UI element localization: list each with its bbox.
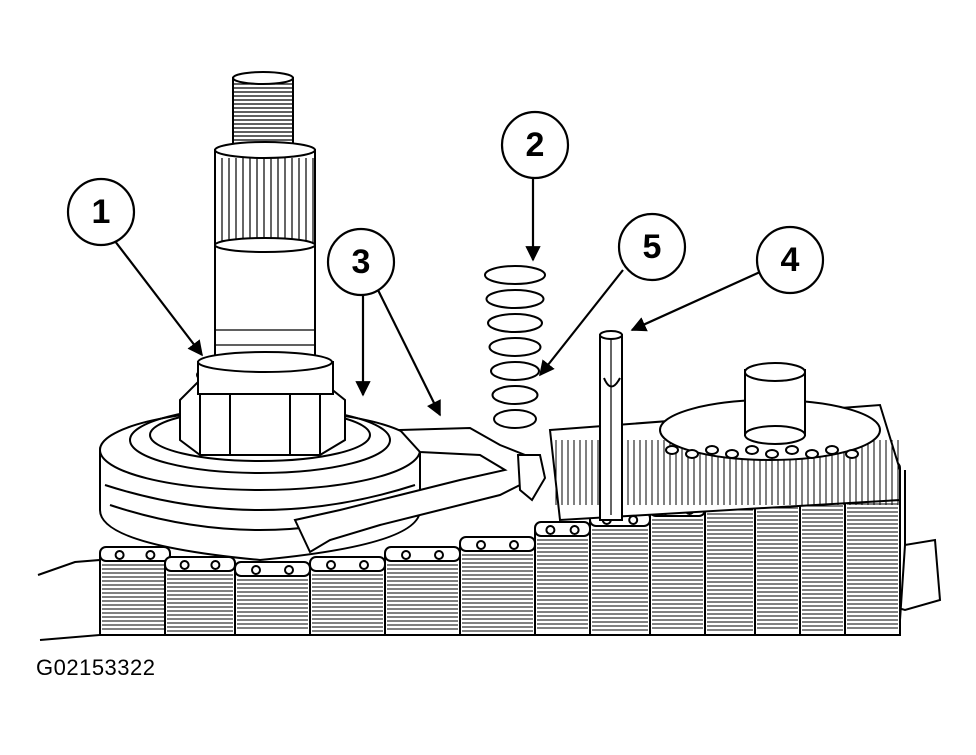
callout-2-label: 2 bbox=[526, 126, 545, 164]
callout-5: 5 bbox=[617, 212, 687, 282]
callout-5-label: 5 bbox=[643, 228, 662, 266]
callout-4: 4 bbox=[755, 225, 825, 295]
callout-1-label: 1 bbox=[92, 193, 111, 231]
callout-4-label: 4 bbox=[781, 241, 800, 279]
callout-3-label: 3 bbox=[352, 243, 371, 281]
input-shaft bbox=[214, 71, 316, 366]
guide-pin bbox=[599, 330, 623, 521]
retainer-clip bbox=[293, 426, 547, 554]
callout-2: 2 bbox=[500, 110, 570, 180]
callout-3: 3 bbox=[326, 227, 396, 297]
rear-gear-assembly bbox=[548, 362, 901, 522]
return-spring bbox=[484, 265, 546, 429]
clutch-drum bbox=[99, 351, 421, 562]
callout-1: 1 bbox=[66, 177, 136, 247]
figure-id: G02153322 bbox=[36, 655, 156, 680]
leader-lines bbox=[107, 175, 761, 417]
